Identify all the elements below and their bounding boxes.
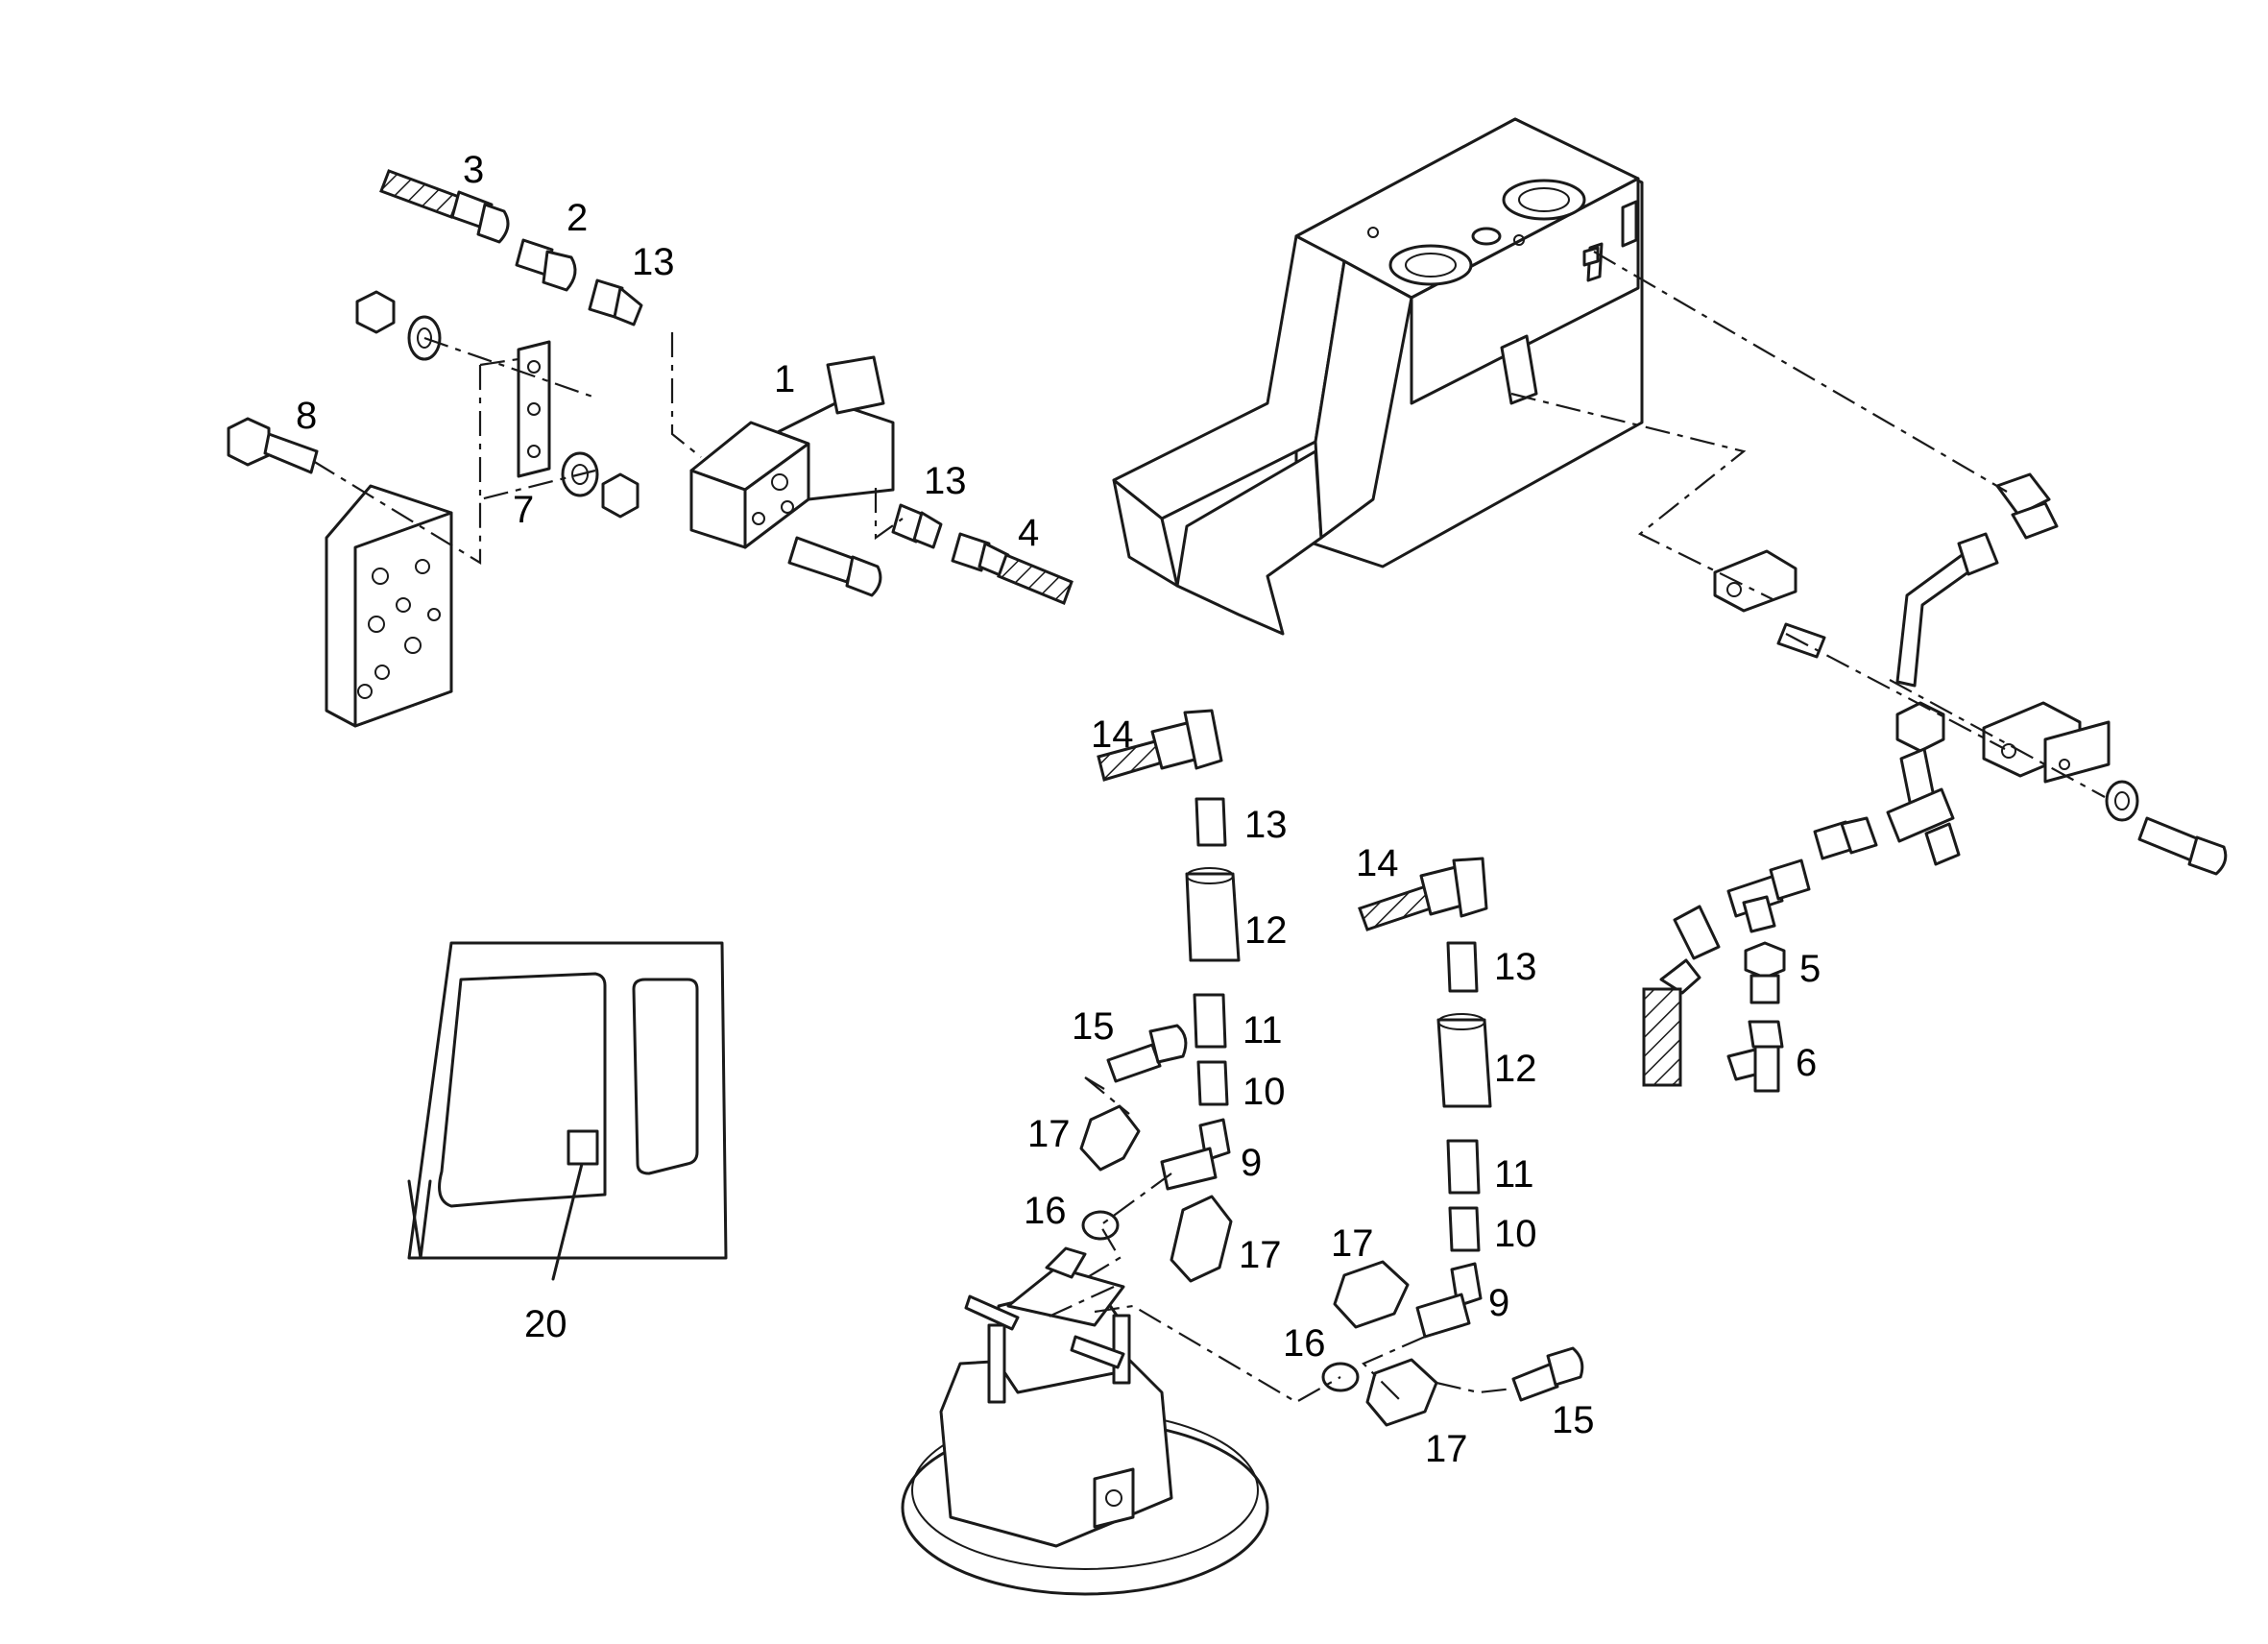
callout-13-left: 13: [1244, 804, 1288, 846]
connector-13-mid: [891, 503, 943, 549]
connector-11-right: [1446, 1139, 1481, 1195]
bolt-15-left: [1106, 1024, 1188, 1083]
callout-17-left-lower: 17: [1239, 1234, 1282, 1276]
hose-3: [379, 169, 510, 244]
callout-14-left: 14: [1091, 713, 1134, 756]
callout-14-right: 14: [1356, 842, 1399, 884]
elbow-9-left: [1160, 1118, 1231, 1191]
bent-pipe: [1895, 532, 1999, 688]
pipe-clamp-upper: [1713, 549, 1798, 613]
spacer-sleeve: [1776, 622, 1826, 659]
tee-fitting-left: [1726, 858, 1811, 933]
callout-16-right: 16: [1283, 1322, 1326, 1365]
callout-9-left: 9: [1241, 1142, 1262, 1184]
right-column-leaders: [1094, 1304, 1514, 1404]
callout-4: 4: [1018, 512, 1039, 554]
washer-and-screw-right: [2105, 780, 2228, 876]
fitting-5: [1744, 941, 1786, 1004]
callout-15-left: 15: [1072, 1005, 1115, 1048]
callout-12-left: 12: [1244, 909, 1288, 952]
left-assembly-leaders: [312, 332, 904, 565]
hose-fitting-lower-right: [1642, 905, 1721, 1087]
hydraulic-motor: [901, 1246, 1269, 1596]
callout-8: 8: [296, 395, 317, 437]
callout-17-right-lower: 17: [1425, 1428, 1468, 1470]
callout-1: 1: [774, 358, 795, 400]
callout-10-right: 10: [1494, 1213, 1537, 1255]
adapter-2: [515, 238, 577, 292]
callout-6: 6: [1796, 1042, 1817, 1084]
pipe-clamp-lower: [1982, 701, 2111, 784]
callout-17-left-upper: 17: [1027, 1113, 1071, 1155]
callout-5: 5: [1799, 948, 1821, 990]
connector-13-top: [588, 278, 643, 326]
cab-outline: [407, 941, 728, 1281]
elbow-hose-14-right: [1358, 857, 1488, 931]
half-clamp-17-right-lower: [1365, 1358, 1438, 1427]
connector-10-right: [1448, 1206, 1481, 1252]
o-ring-16-left: [1081, 1210, 1120, 1241]
callout-15-right: 15: [1552, 1399, 1595, 1441]
screw-under-valve: [787, 536, 882, 597]
callout-3: 3: [463, 149, 484, 191]
callout-13-mid: 13: [924, 460, 967, 502]
callout-11-right: 11: [1494, 1153, 1534, 1196]
callout-11-left: 11: [1243, 1009, 1283, 1052]
half-clamp-17-left-lower: [1170, 1195, 1233, 1283]
hose-4: [951, 532, 1074, 605]
elbow-hose-14-left: [1097, 709, 1223, 782]
callout-2: 2: [567, 197, 588, 239]
pipe-nut: [1895, 701, 1945, 753]
bolt-15-right: [1511, 1346, 1584, 1402]
left-column-leaders: [1046, 1076, 1172, 1319]
callout-13-top: 13: [632, 241, 675, 283]
fitting-6: [1726, 1020, 1784, 1093]
tee-fitting: [1886, 747, 1961, 866]
callout-12-right: 12: [1494, 1048, 1537, 1090]
mounting-plate: [325, 484, 453, 728]
adapter-mid-right: [1813, 816, 1878, 860]
connector-10-left: [1196, 1060, 1229, 1106]
connector-13-left: [1194, 797, 1227, 847]
callout-20: 20: [524, 1303, 567, 1345]
callout-7: 7: [513, 489, 534, 531]
callout-9-right: 9: [1488, 1282, 1509, 1324]
frame-tank: [1112, 117, 1644, 636]
right-assembly-leaders: [1510, 251, 2106, 798]
filter-12-right: [1436, 1013, 1492, 1108]
bracket-7: [517, 340, 551, 478]
valve-block-1: [689, 355, 895, 549]
nut-and-washer-bottom: [561, 451, 639, 519]
connector-11-left: [1193, 993, 1227, 1049]
callout-10-left: 10: [1243, 1071, 1286, 1113]
callout-16-left: 16: [1024, 1190, 1067, 1232]
nut-and-washer-top: [355, 290, 442, 361]
half-clamp-17-right-upper: [1333, 1260, 1410, 1329]
filter-12-left: [1185, 867, 1241, 962]
half-clamp-17-left-upper: [1079, 1104, 1141, 1172]
right-elbow-top: [1995, 472, 2059, 540]
callout-17-right-upper: 17: [1331, 1222, 1374, 1265]
elbow-9-right: [1415, 1262, 1483, 1339]
bolt-8: [227, 417, 319, 474]
connector-13-right: [1446, 941, 1479, 993]
callout-13-right: 13: [1494, 946, 1537, 988]
